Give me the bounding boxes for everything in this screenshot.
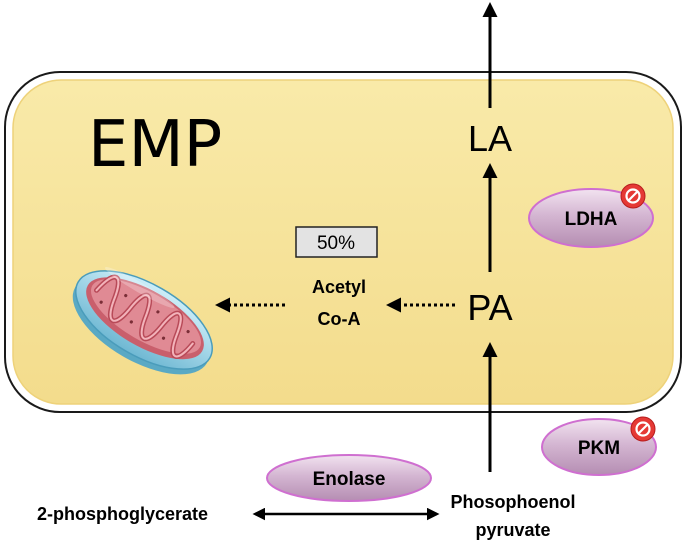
inhibition-icon: [620, 183, 646, 209]
pep-label-line2: pyruvate: [475, 520, 550, 540]
2pg-label: 2-phosphoglycerate: [37, 504, 208, 524]
ldha-label: LDHA: [565, 209, 618, 230]
mitochondrion-icon: [72, 267, 213, 375]
pkm-label: PKM: [578, 438, 620, 459]
enzyme-enolase: Enolase: [266, 454, 432, 502]
enolase-label: Enolase: [313, 469, 386, 490]
enzyme-ldha: LDHA: [528, 188, 654, 248]
diagram-title: EMP: [88, 108, 222, 182]
pyruvate-label: PA: [467, 287, 512, 328]
percentage-label: 50%: [317, 233, 355, 254]
enzyme-pkm: PKM: [541, 418, 657, 476]
acetyl-coa-label-line1: Acetyl: [312, 277, 366, 297]
inhibition-icon: [630, 416, 656, 442]
acetyl-coa-label-line2: Co-A: [318, 309, 361, 329]
lactate-label: LA: [468, 118, 512, 159]
pep-label-line1: Phosophoenol: [451, 492, 576, 512]
percentage-box: 50%: [295, 226, 378, 258]
